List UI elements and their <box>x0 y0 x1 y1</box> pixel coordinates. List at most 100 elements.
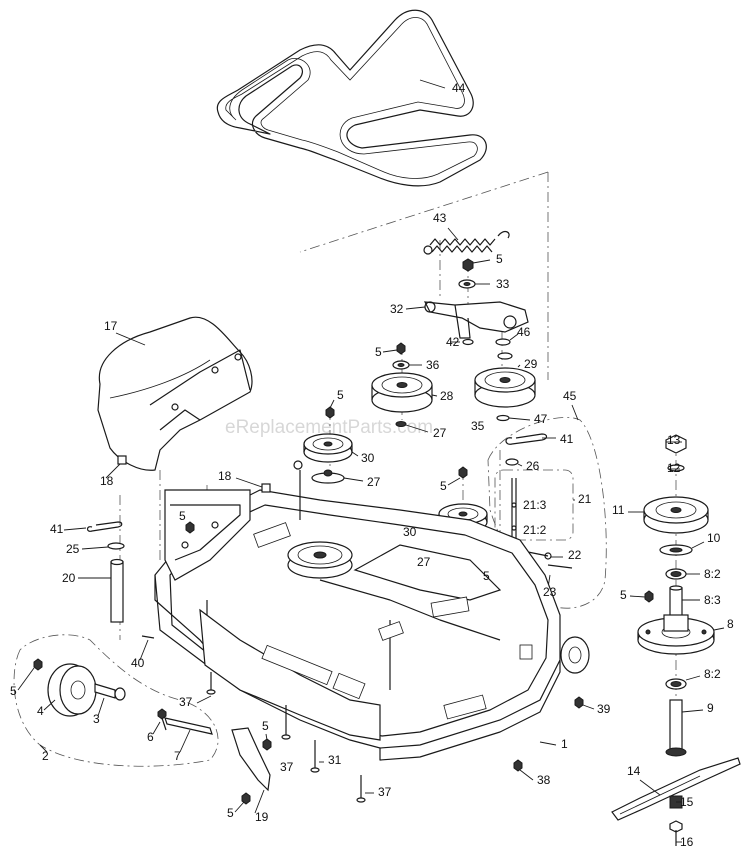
callout-c18a: 18 <box>218 469 232 483</box>
nut-5-deck-left <box>185 521 195 534</box>
callout-c32: 32 <box>390 302 404 316</box>
idler-pulley-28 <box>371 372 438 413</box>
gauge-wheel-assembly-2 <box>13 634 219 767</box>
nut-5-pulley30b <box>447 466 468 486</box>
nut-5-bracket-upper <box>262 733 272 751</box>
washer-47 <box>496 414 531 422</box>
callout-c18b: 18 <box>100 474 114 488</box>
callout-c19: 19 <box>255 810 269 824</box>
callout-c17: 17 <box>104 319 118 333</box>
gauge-wheel-4 <box>43 663 97 717</box>
pin-18-deck <box>235 477 271 493</box>
skid-bracket-19 <box>231 727 271 814</box>
callout-c37c: 37 <box>378 785 392 799</box>
drive-belt-44 <box>216 9 487 187</box>
callout-c8: 8 <box>727 617 734 631</box>
nut-5-bracket-lower <box>234 792 251 813</box>
callout-c16: 16 <box>680 835 694 849</box>
watermark-text: eReplacementParts.com <box>225 417 433 438</box>
bolt-37-c <box>356 775 374 803</box>
blade-bolt-16 <box>669 820 683 846</box>
callout-c5d: 5 <box>440 479 447 493</box>
callout-c23: 23 <box>543 585 557 599</box>
spacer-10 <box>659 541 705 556</box>
washer-42 <box>450 338 474 346</box>
hairpin-41-left <box>63 521 123 532</box>
callout-c43: 43 <box>433 211 447 225</box>
spindle-pulley-11 <box>628 496 709 534</box>
callout-c30a: 30 <box>361 451 375 465</box>
callout-c21: 21 <box>578 492 592 506</box>
spindle-shaft-9 <box>665 699 704 757</box>
washer-26 <box>505 458 523 467</box>
callout-c44: 44 <box>452 81 466 95</box>
bolt-37-b <box>281 705 291 740</box>
nut-5-wheel <box>17 658 43 691</box>
callout-c5f: 5 <box>483 569 490 583</box>
callout-c30b: 30 <box>403 525 417 539</box>
wheel-bracket-7 <box>164 717 213 753</box>
bolt-37-a <box>196 672 216 704</box>
callout-c5i: 5 <box>262 719 269 733</box>
callout-c3: 3 <box>93 712 100 726</box>
nut-5-spindle <box>629 590 654 603</box>
nut-5-top <box>462 258 491 272</box>
nut-5-pulley28 <box>382 342 406 355</box>
mower-blade-14 <box>611 757 741 821</box>
pin-40 <box>139 635 155 661</box>
callout-c5j: 5 <box>227 806 234 820</box>
blade-adapter-15 <box>669 795 683 809</box>
callout-c31: 31 <box>328 753 342 767</box>
callout-c36: 36 <box>426 358 440 372</box>
washer-12 <box>667 464 685 472</box>
callout-c27b: 27 <box>367 475 381 489</box>
callout-c28: 28 <box>440 389 454 403</box>
washer-25 <box>81 542 125 550</box>
callout-c27c: 27 <box>417 555 431 569</box>
callout-c10: 10 <box>707 531 721 545</box>
bolt-6 <box>152 708 167 735</box>
washer-46 <box>495 333 519 346</box>
callout-c5a: 5 <box>496 252 503 266</box>
callout-c5c: 5 <box>337 388 344 402</box>
hairpin-41-right <box>505 433 556 445</box>
callout-c47: 47 <box>534 412 548 426</box>
callout-c12: 12 <box>667 461 681 475</box>
pin-18-chute <box>105 455 127 479</box>
callout-c25: 25 <box>66 542 80 556</box>
bolt-38 <box>513 759 534 781</box>
callout-c40: 40 <box>131 656 145 670</box>
callout-c41b: 41 <box>50 522 64 536</box>
bushing-33 <box>458 279 490 289</box>
spacer-8-3 <box>669 585 700 617</box>
bearing-8-2-top <box>665 568 700 580</box>
idler-spring-43 <box>423 227 510 255</box>
callout-c5h: 5 <box>10 684 17 698</box>
bearing-8-2-bottom <box>665 675 701 690</box>
callout-c37a: 37 <box>179 695 193 709</box>
spacer-36 <box>392 360 422 370</box>
pivot-rod-20 <box>78 558 124 623</box>
callout-c13: 13 <box>667 433 681 447</box>
discharge-chute-17 <box>97 316 253 471</box>
callout-c42: 42 <box>446 335 460 349</box>
idler-pulley-30-upper <box>303 433 359 463</box>
callout-c4: 4 <box>37 704 44 718</box>
callout-c2: 2 <box>42 749 49 763</box>
callout-c29: 29 <box>524 357 538 371</box>
bolt-31 <box>310 740 324 773</box>
callout-c26: 26 <box>526 459 540 473</box>
callout-c37b: 37 <box>280 760 294 774</box>
callout-c35: 35 <box>471 419 485 433</box>
callout-c21_2: 21:2 <box>523 523 547 537</box>
spacer-27-top <box>395 421 429 433</box>
nut-5-pulley30a <box>325 399 335 419</box>
callout-c5b: 5 <box>375 345 382 359</box>
callout-c45: 45 <box>563 389 577 403</box>
callout-c5g: 5 <box>620 588 627 602</box>
callout-c39: 39 <box>597 702 611 716</box>
callout-c14: 14 <box>627 764 641 778</box>
callout-c20: 20 <box>62 571 76 585</box>
